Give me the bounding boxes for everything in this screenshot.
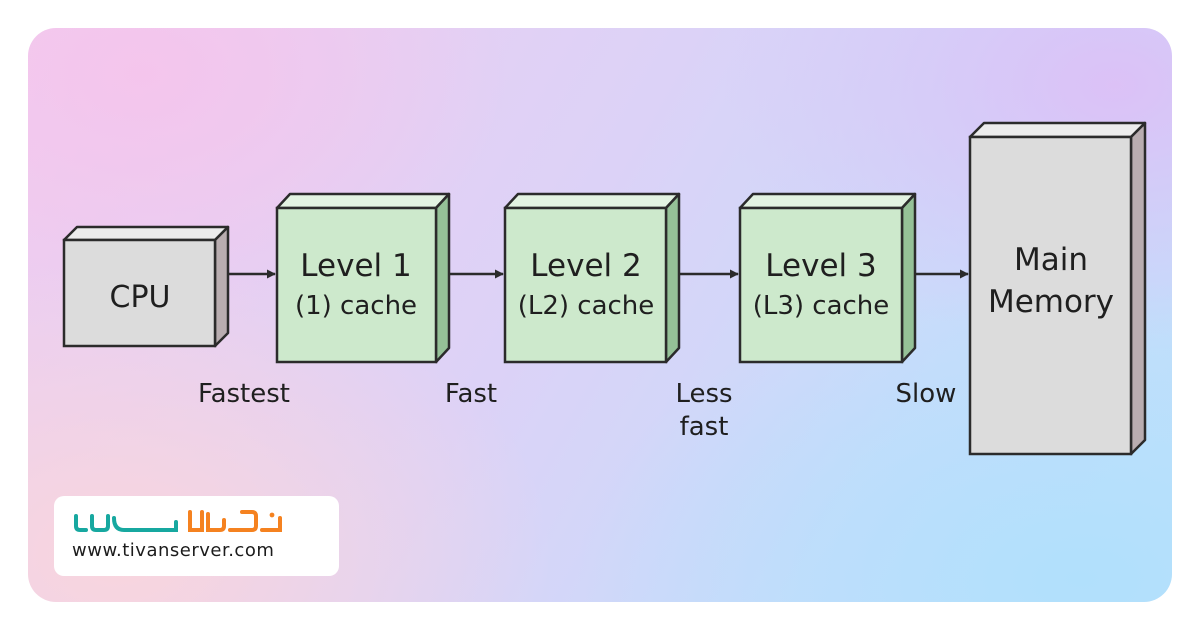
l3-cache-top bbox=[738, 192, 917, 210]
l1-cache-side bbox=[434, 192, 451, 364]
logo-teal-glyph-1 bbox=[74, 514, 88, 532]
l1-cache-title: Level 1 bbox=[300, 248, 411, 284]
logo-orange-dot bbox=[269, 512, 275, 518]
l1-cache-top bbox=[275, 192, 451, 210]
logo-orange-glyph-3 bbox=[228, 510, 258, 532]
l2-cache-side bbox=[664, 192, 681, 364]
l1-cache-front bbox=[275, 206, 438, 364]
cpu-box: CPU bbox=[62, 225, 230, 348]
l3-cache-front bbox=[738, 206, 904, 364]
main-memory-top bbox=[968, 121, 1147, 139]
logo-teal-glyph-3 bbox=[112, 516, 134, 532]
logo-orange-glyph-1 bbox=[188, 510, 204, 532]
main-memory-front bbox=[968, 135, 1133, 456]
l2-cache-front bbox=[503, 206, 668, 364]
speed-label-less-fast-line1: Less bbox=[675, 379, 732, 409]
l3-cache-box: Level 3 (L3) cache bbox=[738, 192, 917, 364]
cpu-box-top bbox=[62, 225, 230, 242]
speed-label-less-fast-line2: fast bbox=[680, 412, 729, 442]
speed-label-fast: Fast bbox=[445, 379, 497, 409]
logo-orange-glyph-2 bbox=[206, 512, 226, 532]
cpu-label: CPU bbox=[110, 280, 171, 315]
main-memory-subtitle: Memory bbox=[988, 284, 1114, 320]
logo-teal-glyph-2 bbox=[90, 514, 110, 532]
l3-cache-title: Level 3 bbox=[765, 248, 876, 284]
l2-cache-top bbox=[503, 192, 681, 210]
l2-cache-subtitle: (L2) cache bbox=[518, 291, 655, 321]
main-memory-box: Main Memory bbox=[968, 121, 1147, 456]
speed-label-slow: Slow bbox=[896, 379, 957, 409]
logo-orange-glyph-4 bbox=[260, 516, 282, 532]
tivanserver-logo-icon bbox=[74, 510, 282, 532]
l3-cache-subtitle: (L3) cache bbox=[753, 291, 890, 321]
l2-cache-box: Level 2 (L2) cache bbox=[503, 192, 681, 364]
l1-cache-subtitle: (1) cache bbox=[295, 291, 417, 321]
logo-card: www.tivanserver.com bbox=[54, 496, 339, 576]
speed-label-fastest: Fastest bbox=[198, 379, 290, 409]
cpu-box-front bbox=[62, 238, 217, 348]
l2-cache-title: Level 2 bbox=[530, 248, 641, 284]
l3-cache-side bbox=[900, 192, 917, 364]
cpu-box-side bbox=[213, 225, 230, 348]
logo-teal-connector bbox=[130, 520, 178, 532]
l1-cache-box: Level 1 (1) cache bbox=[275, 192, 451, 364]
main-memory-title: Main bbox=[1014, 242, 1088, 278]
main-memory-side bbox=[1129, 121, 1147, 456]
logo-url: www.tivanserver.com bbox=[72, 540, 275, 561]
